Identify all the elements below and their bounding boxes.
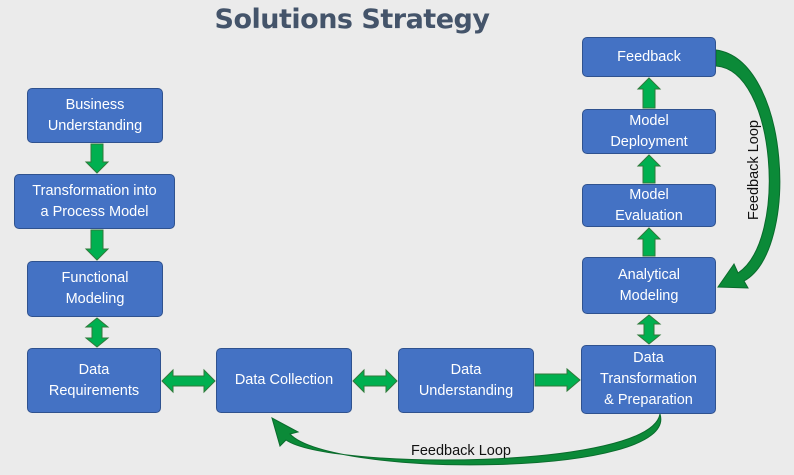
arrow-deployment-to-feedback <box>636 77 662 109</box>
arrow-business-to-transformation <box>84 143 110 174</box>
transformation-process-model-box: Transformation into a Process Model <box>14 174 175 229</box>
data-collection-box: Data Collection <box>216 348 352 413</box>
feedback-loop-bottom-arrow <box>271 413 661 466</box>
data-understanding-box: Data Understanding <box>398 348 534 413</box>
functional-modeling-box: Functional Modeling <box>27 261 163 317</box>
business-understanding-box: Business Understanding <box>27 88 163 143</box>
arrow-transformation-analytical <box>636 314 662 345</box>
feedback-loop-right-arrow <box>715 49 781 289</box>
model-evaluation-box: Model Evaluation <box>582 184 716 227</box>
page-title: Solutions Strategy <box>214 4 490 35</box>
arrow-analytical-to-evaluation <box>636 227 662 257</box>
feedback-loop-bottom-label: Feedback Loop <box>411 443 511 459</box>
arrow-understanding-to-transformation <box>534 367 581 393</box>
arrow-requirements-collection <box>161 368 216 394</box>
arrow-transformation-to-functional <box>84 229 110 261</box>
data-requirements-box: Data Requirements <box>27 348 161 413</box>
arrow-evaluation-to-deployment <box>636 154 662 184</box>
connector-arrows <box>84 77 662 394</box>
model-deployment-box: Model Deployment <box>582 109 716 154</box>
feedback-loop-right-label: Feedback Loop <box>746 120 762 220</box>
analytical-modeling-box: Analytical Modeling <box>582 257 716 314</box>
arrow-collection-understanding <box>352 368 398 394</box>
arrow-functional-requirements <box>84 317 110 348</box>
data-transformation-box: Data Transformation & Preparation <box>581 345 716 414</box>
feedback-box: Feedback <box>582 37 716 77</box>
